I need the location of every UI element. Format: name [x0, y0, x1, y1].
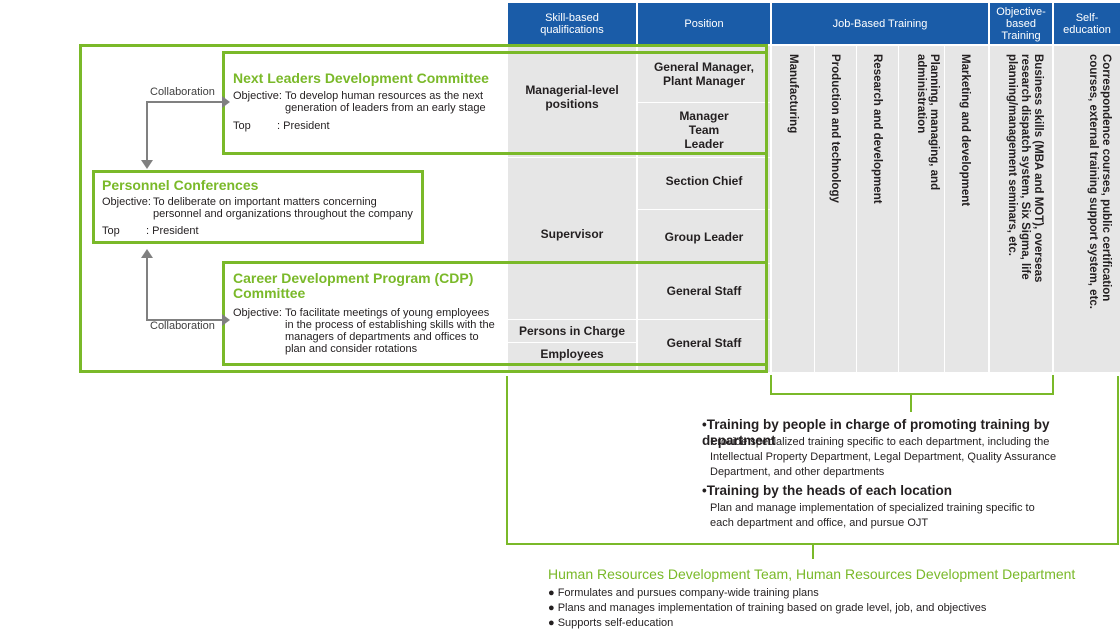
next-leaders-objective-label: Objective:	[233, 90, 282, 102]
job-marketing: Marketing and development	[959, 54, 971, 207]
dept-bracket-left	[506, 376, 508, 545]
arrow-right-icon	[222, 314, 230, 326]
job-planning: Planning, managing, and administration	[915, 54, 940, 191]
job-production: Production and technology	[829, 54, 841, 203]
cdp-objective-label: Objective:	[233, 307, 282, 319]
header-skill-qualifications: Skill-based qualifications	[508, 3, 636, 44]
qual-managerial: Managerial-level positions	[525, 83, 619, 111]
dept-training-title-2-text: Training by the heads of each location	[706, 483, 953, 498]
arrow-down-icon	[141, 160, 153, 169]
skill-column-bg	[508, 46, 636, 372]
header-self-education: Self-education	[1054, 3, 1120, 44]
dept-training-title-1: •Training by people in charge of promoti…	[702, 417, 1120, 449]
bracket-stem	[910, 393, 912, 412]
dept-bracket-right	[1117, 376, 1119, 545]
header-position: Position	[638, 3, 770, 44]
cdp-objective: To facilitate meetings of young employee…	[285, 307, 495, 355]
next-leaders-top-label: Top	[233, 120, 251, 132]
bracket-right	[1052, 375, 1054, 394]
row-divider	[638, 102, 770, 103]
hr-team-item: ● Formulates and pursues company-wide tr…	[548, 586, 986, 601]
objective-training-text: Business skills (MBA and MOT), overseas …	[1006, 54, 1044, 283]
job-column-bg	[772, 46, 988, 372]
cdp-title: Career Development Program (CDP) Committ…	[233, 270, 474, 301]
personnel-box	[92, 170, 424, 244]
job-research: Research and development	[871, 54, 883, 204]
pos-general-staff-2: General Staff	[666, 336, 742, 350]
collaboration-top-label: Collaboration	[150, 86, 215, 98]
next-leaders-top: : President	[277, 120, 330, 132]
arrow-up-icon	[141, 249, 153, 258]
committee-frame	[79, 44, 768, 373]
header-position-label: Position	[684, 17, 724, 30]
bullet-icon: ●	[548, 587, 558, 599]
hr-team-item-text: Plans and manages implementation of trai…	[557, 602, 987, 614]
dept-training-desc-2: Plan and manage implementation of specia…	[710, 502, 1035, 529]
bullet-icon: •	[702, 483, 707, 498]
pos-group-leader: Group Leader	[664, 230, 744, 244]
hr-team-item: ● Plans and manages implementation of tr…	[548, 601, 986, 616]
dept-training-title-1-text: Training by people in charge of promotin…	[702, 417, 1050, 448]
hr-team-title: Human Resources Development Team, Human …	[548, 566, 1076, 582]
hr-team-item: ● Supports self-education	[548, 616, 986, 631]
objective-column-bg	[990, 46, 1052, 372]
header-objective-training: Objective-based Training	[990, 3, 1052, 44]
pos-section-chief: Section Chief	[665, 174, 743, 188]
cdp-box	[222, 261, 768, 366]
hr-team-item-text: Formulates and pursues company-wide trai…	[557, 587, 819, 599]
header-objective-label: Objective-based Training	[996, 5, 1046, 42]
personnel-top-label: Top	[102, 225, 120, 237]
row-divider	[638, 209, 770, 210]
pos-general-staff-1: General Staff	[666, 284, 742, 298]
dept-training-title-2: •Training by the heads of each location	[702, 483, 952, 499]
header-self-label: Self-education	[1063, 11, 1111, 36]
bracket-left	[770, 375, 772, 394]
job-divider	[856, 46, 857, 372]
self-column-bg	[1054, 46, 1120, 372]
dept-bracket-stem	[812, 543, 814, 559]
dept-training-desc-1: Provide specialized training specific to…	[710, 436, 1057, 478]
qual-employees: Employees	[540, 347, 604, 361]
row-divider	[508, 319, 770, 320]
collaboration-bottom-label: Collaboration	[150, 320, 215, 332]
hr-team-list: ● Formulates and pursues company-wide tr…	[548, 586, 986, 631]
job-divider	[898, 46, 899, 372]
header-job-label: Job-Based Training	[832, 17, 928, 30]
connector-top-line	[146, 101, 222, 160]
header-skill-label: Skill-based qualifications	[540, 11, 604, 36]
pos-manager: Manager Team Leader	[679, 109, 729, 151]
self-education-text: Correspondence courses, public certifica…	[1087, 54, 1112, 309]
header-job-training: Job-Based Training	[772, 3, 988, 44]
arrow-right-icon	[222, 96, 230, 108]
collaboration-arrows	[141, 96, 230, 326]
bullet-icon: ●	[548, 617, 558, 629]
next-leaders-objective: To develop human resources as the next g…	[285, 90, 486, 114]
qual-supervisor: Supervisor	[540, 227, 604, 241]
hr-team-item-text: Supports self-education	[557, 617, 674, 629]
next-leaders-title: Next Leaders Development Committee	[233, 70, 489, 86]
personnel-top: : President	[146, 225, 199, 237]
row-divider	[508, 157, 770, 158]
personnel-objective-label: Objective:	[102, 196, 151, 208]
bullet-icon: ●	[548, 602, 558, 614]
personnel-objective: To deliberate on important matters conce…	[153, 196, 413, 220]
pos-general-manager: General Manager, Plant Manager	[653, 60, 755, 88]
bullet-icon: •	[702, 417, 707, 432]
job-manufacturing: Manufacturing	[787, 54, 799, 134]
personnel-title: Personnel Conferences	[102, 177, 259, 193]
row-divider	[508, 342, 636, 343]
job-divider	[814, 46, 815, 372]
qual-persons-in-charge: Persons in Charge	[518, 324, 626, 338]
connector-bottom-line	[146, 258, 222, 321]
job-divider	[944, 46, 945, 372]
bracket-bottom	[770, 393, 1054, 395]
